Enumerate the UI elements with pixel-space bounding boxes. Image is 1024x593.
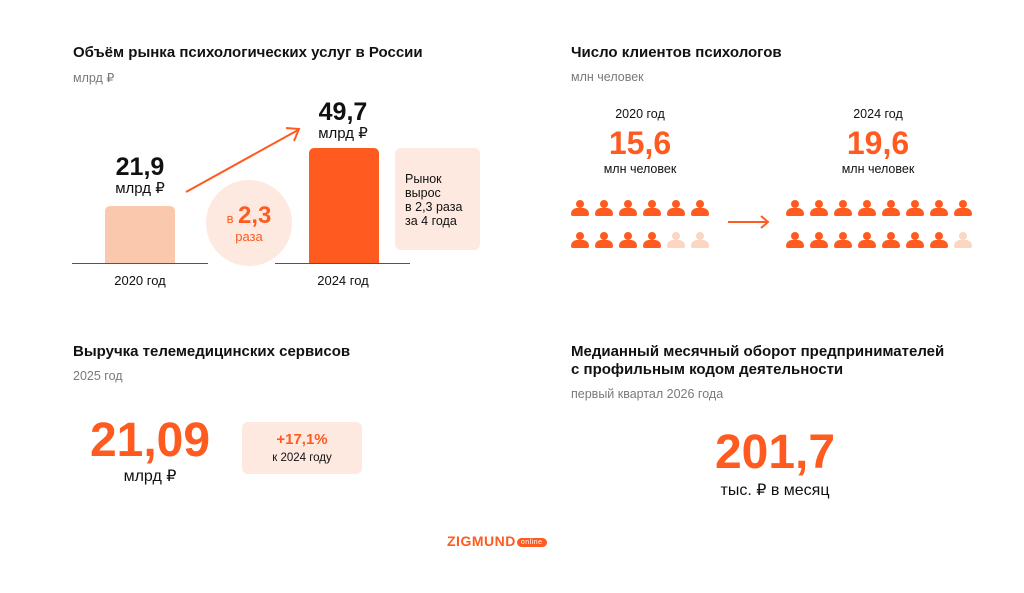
clients-value-2024: 19,6	[846, 125, 910, 161]
clients-unit: млн человек	[571, 70, 644, 84]
person-icon	[667, 232, 685, 248]
bar-year-2024: 2024 год	[317, 273, 369, 288]
bar-2020	[105, 206, 175, 263]
telemed-growth-value: +17,1%	[276, 431, 328, 448]
bar-value-2024: 49,7 млрд ₽	[298, 99, 388, 142]
person-icon	[834, 200, 852, 216]
bar-value-2024-number: 49,7	[318, 98, 368, 126]
note-line-2: вырос	[405, 186, 441, 200]
person-icon	[882, 200, 900, 216]
market-note: Рынок вырос в 2,3 раза за 4 года	[395, 148, 480, 250]
growth-value: 2,3	[237, 202, 272, 229]
turnover-title-line-1: Медианный месячный оборот предпринимател…	[571, 343, 945, 360]
note-line-1: Рынок	[405, 172, 442, 186]
person-icon	[954, 200, 972, 216]
growth-arrow-icon	[185, 127, 301, 193]
clients-value-2020: 15,6	[608, 125, 672, 161]
person-icon	[906, 200, 924, 216]
turnover-period: первый квартал 2026 года	[571, 387, 724, 401]
bar-value-2024-unit: млрд ₽	[318, 125, 368, 142]
person-icon	[691, 200, 709, 216]
person-icon	[906, 232, 924, 248]
clients-year-2020: 2020 год	[615, 107, 665, 121]
clients-unit-2020: млн человек	[603, 162, 677, 176]
telemed-period: 2025 год	[73, 369, 123, 383]
logo-badge: online	[516, 537, 547, 547]
person-icon	[810, 232, 828, 248]
clients-unit-2024: млн человек	[841, 162, 915, 176]
logo-text: ZIGMUND	[447, 533, 516, 549]
note-line-3: в 2,3 раза	[405, 200, 463, 214]
market-unit: млрд ₽	[73, 71, 115, 85]
baseline-left	[72, 263, 208, 264]
person-icon	[858, 232, 876, 248]
person-icon	[595, 200, 613, 216]
telemed-growth-text: к 2024 году	[272, 452, 332, 464]
bar-value-2020-number: 21,9	[115, 153, 165, 181]
clients-group-2024: 2024 год 19,6 млн человек	[818, 107, 938, 176]
person-icon	[667, 200, 685, 216]
person-icon	[643, 232, 661, 248]
turnover-unit: тыс. ₽ в месяц	[720, 482, 830, 499]
telemed-value: 21,09	[89, 414, 211, 467]
person-icon	[858, 200, 876, 216]
person-icon	[571, 200, 589, 216]
telemed-title: Выручка телемедицинских сервисов	[73, 343, 351, 360]
clients-year-2024: 2024 год	[853, 107, 903, 121]
growth-prefix: в	[226, 211, 234, 226]
market-title: Объём рынка психологических услуг в Росс…	[73, 44, 423, 61]
person-icon	[786, 232, 804, 248]
clients-title: Число клиентов психологов	[571, 44, 782, 61]
person-icon	[810, 200, 828, 216]
person-icon	[619, 232, 637, 248]
person-icon	[619, 200, 637, 216]
person-icon	[786, 200, 804, 216]
bar-2024	[309, 148, 379, 263]
arrow-right-icon	[728, 215, 770, 229]
turnover-value: 201,7	[714, 426, 836, 479]
clients-group-2020: 2020 год 15,6 млн человек	[580, 107, 700, 176]
person-icon	[643, 200, 661, 216]
turnover-title-line-2: с профильным кодом деятельности	[571, 361, 844, 378]
growth-suffix: раза	[235, 229, 263, 244]
person-icon	[954, 232, 972, 248]
person-icon	[595, 232, 613, 248]
turnover-value-block: 201,7 тыс. ₽ в месяц	[680, 428, 870, 500]
telemed-growth-box: +17,1% к 2024 году	[242, 422, 362, 474]
note-line-4: за 4 года	[405, 214, 457, 228]
telemed-unit: млрд ₽	[123, 468, 177, 485]
bar-value-2020: 21,9 млрд ₽	[95, 154, 185, 197]
person-icon	[834, 232, 852, 248]
growth-circle: в 2,3 раза	[206, 180, 292, 266]
person-icon	[691, 232, 709, 248]
person-icon	[930, 200, 948, 216]
bar-year-2020: 2020 год	[114, 273, 166, 288]
bar-value-2020-unit: млрд ₽	[115, 180, 165, 197]
person-icon	[571, 232, 589, 248]
telemed-value-block: 21,09 млрд ₽	[80, 416, 220, 486]
person-icon	[930, 232, 948, 248]
person-icon	[882, 232, 900, 248]
baseline-right	[275, 263, 410, 264]
